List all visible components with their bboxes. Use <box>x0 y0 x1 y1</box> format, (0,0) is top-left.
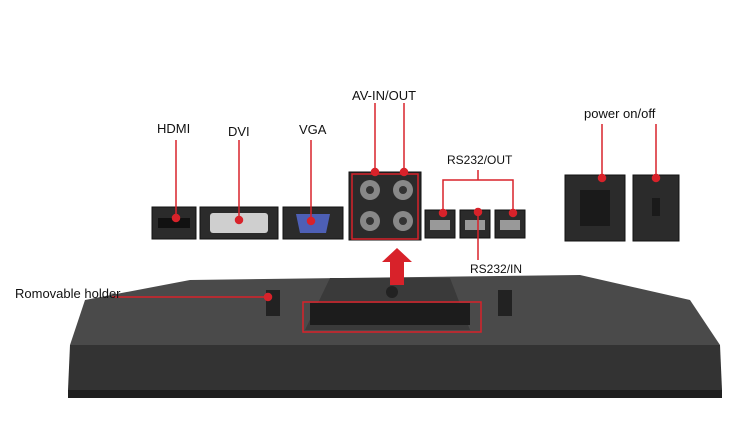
label-vga: VGA <box>299 122 326 137</box>
label-power: power on/off <box>584 106 655 121</box>
label-dvi: DVI <box>228 124 250 139</box>
bnc-panel <box>349 172 421 240</box>
monitor-back-panel <box>68 345 722 390</box>
connector-strip <box>310 303 470 325</box>
label-hdmi: HDMI <box>157 121 190 136</box>
monitor-bottom-edge <box>68 390 722 398</box>
housing-logo <box>386 286 398 298</box>
label-av: AV-IN/OUT <box>352 88 416 103</box>
label-holder: Romovable holder <box>15 286 121 301</box>
label-rs232-out: RS232/OUT <box>447 153 512 167</box>
holder-right <box>498 290 512 316</box>
label-rs232-in: RS232/IN <box>470 262 522 276</box>
